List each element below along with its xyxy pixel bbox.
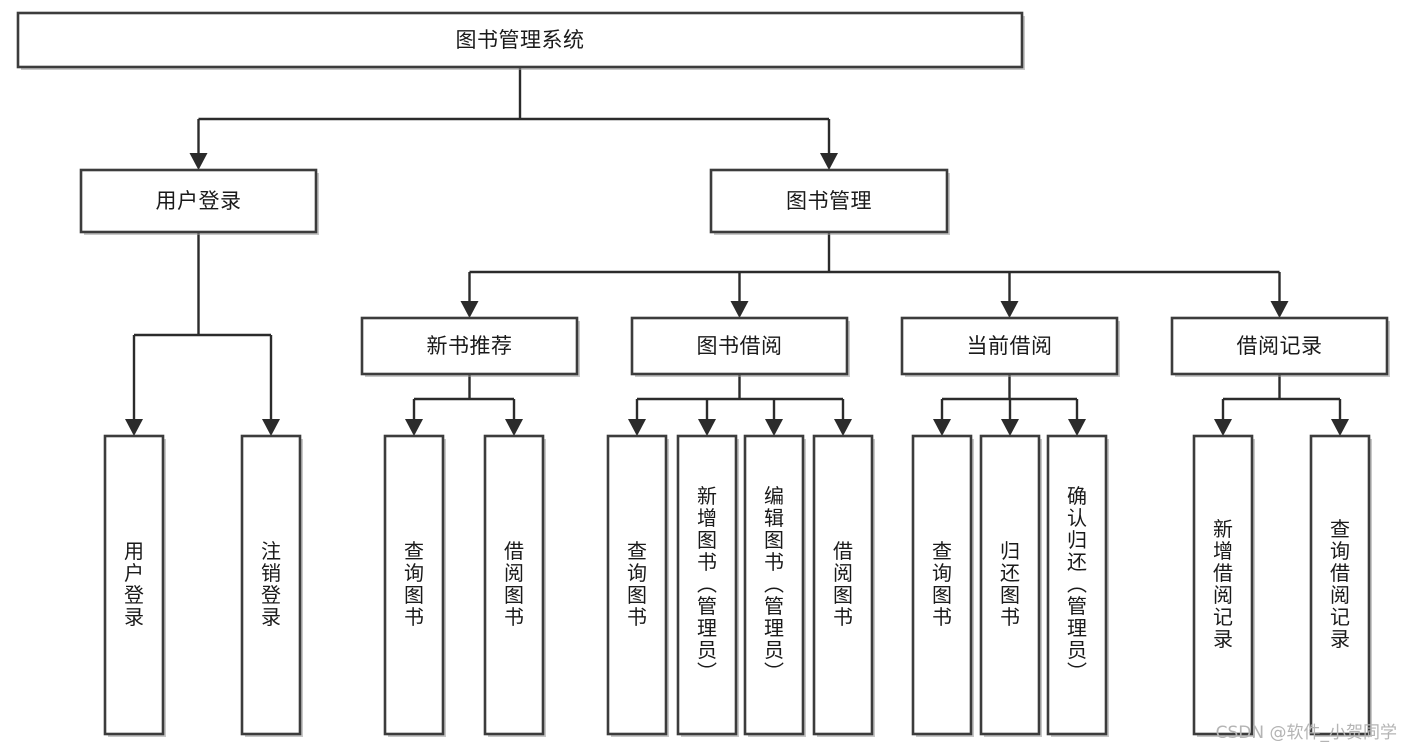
node-l-rec-borrow[interactable]: 借阅图书 [483, 434, 546, 737]
node-l-b-query[interactable]: 查询图书 [606, 434, 669, 737]
node-label-vertical: 查询图书 [932, 539, 952, 629]
node-l-r-add[interactable]: 新增借阅记录 [1192, 434, 1255, 737]
node-label-vertical: 用户登录 [124, 539, 144, 629]
node-label: 新书推荐 [427, 334, 513, 358]
node-n-new-rec[interactable]: 新书推荐 [360, 316, 580, 377]
node-l-user-login[interactable]: 用户登录 [103, 434, 166, 737]
node-label-vertical: 归还图书 [1000, 539, 1020, 629]
node-l-c-confirm[interactable]: 确认归还︵管理员︶ [1046, 434, 1109, 737]
node-label-vertical: 查询图书 [404, 539, 424, 629]
node-l-c-return[interactable]: 归还图书 [979, 434, 1042, 737]
edges-layer [125, 67, 1349, 436]
node-label: 图书借阅 [697, 334, 783, 358]
node-l-b-borrow[interactable]: 借阅图书 [812, 434, 875, 737]
node-l-rec-query[interactable]: 查询图书 [383, 434, 446, 737]
node-label-vertical: 注销登录 [261, 539, 281, 629]
node-label-vertical: 确认归还︵管理员︶ [1067, 484, 1087, 684]
node-label-vertical: 新增借阅记录 [1213, 517, 1233, 651]
node-label-vertical: 查询借阅记录 [1330, 517, 1350, 651]
node-label-vertical: 新增图书︵管理员︶ [697, 484, 717, 684]
node-n-records[interactable]: 借阅记录 [1170, 316, 1390, 377]
node-l-b-edit[interactable]: 编辑图书︵管理员︶ [743, 434, 806, 737]
node-n-current[interactable]: 当前借阅 [900, 316, 1120, 377]
node-n-borrow[interactable]: 图书借阅 [630, 316, 850, 377]
node-label-vertical: 借阅图书 [833, 539, 853, 629]
node-label-vertical: 编辑图书︵管理员︶ [764, 484, 784, 684]
node-label: 图书管理 [786, 189, 872, 213]
node-l-b-add[interactable]: 新增图书︵管理员︶ [676, 434, 739, 737]
nodes-layer: 图书管理系统用户登录图书管理新书推荐图书借阅当前借阅借阅记录用户登录注销登录查询… [16, 11, 1390, 737]
node-l-r-query[interactable]: 查询借阅记录 [1309, 434, 1372, 737]
node-l-c-query[interactable]: 查询图书 [911, 434, 974, 737]
node-l-user-logout[interactable]: 注销登录 [240, 434, 303, 737]
node-label-vertical: 查询图书 [627, 539, 647, 629]
node-n-user-login[interactable]: 用户登录 [79, 168, 319, 235]
node-label: 当前借阅 [967, 334, 1053, 358]
node-n-book-mgmt[interactable]: 图书管理 [709, 168, 950, 235]
node-label-vertical: 借阅图书 [504, 539, 524, 629]
watermark-text: CSDN @软件_小贺同学 [1215, 723, 1397, 743]
node-root[interactable]: 图书管理系统 [16, 11, 1025, 70]
node-label: 借阅记录 [1237, 334, 1323, 358]
node-label: 用户登录 [156, 189, 242, 213]
node-label: 图书管理系统 [456, 28, 585, 52]
